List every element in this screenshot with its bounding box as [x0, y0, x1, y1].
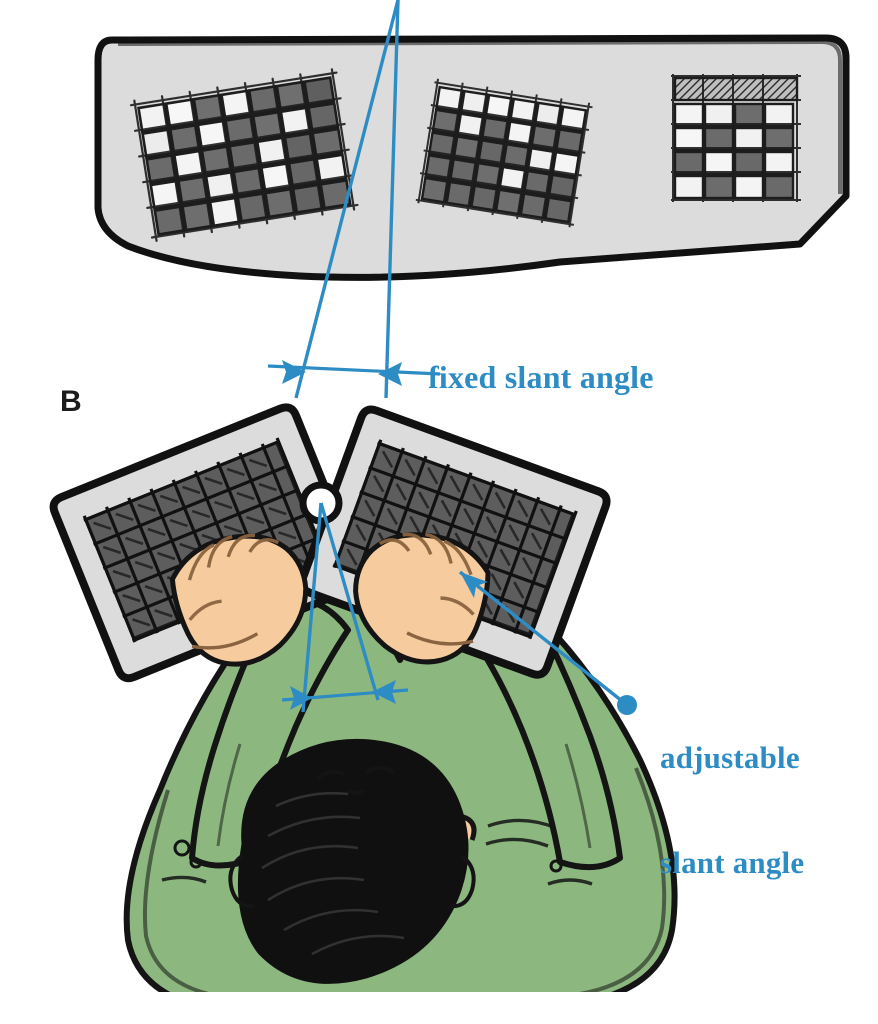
- adjustable-slant-angle-label: adjustable slant angle: [660, 672, 804, 950]
- adjustable-angle-arrow-right: [372, 680, 396, 704]
- face-features: [316, 766, 395, 795]
- fixed-angle-arrow-left: [282, 360, 306, 384]
- left-hand: [169, 533, 309, 667]
- fixed-slant-angle-label: fixed slant angle: [428, 359, 654, 395]
- fixed-angle-slanted-line: [294, 0, 400, 399]
- adjustable-angle-left-line: [301, 502, 323, 713]
- shirt-left-edge-shade: [142, 789, 233, 1000]
- left-hand-fingers: [187, 533, 280, 621]
- leader-arrowhead: [460, 572, 488, 598]
- leader-dot: [617, 695, 637, 715]
- fixed-angle-arrow-right: [378, 362, 402, 386]
- right-sleeve-fold: [564, 743, 592, 849]
- left-sleeve-fold: [216, 743, 242, 847]
- adjustable-angle-arrow-left: [290, 686, 312, 710]
- shirt-right-edge-shade: [565, 767, 667, 998]
- leader-line: [458, 570, 629, 707]
- key-cluster-middle-a: [415, 78, 593, 228]
- ears: [228, 854, 476, 909]
- panel-a-group: [94, 0, 850, 399]
- fixed-angle-vertical-line: [384, 0, 400, 399]
- fixed-angle-arrowheads: [282, 360, 402, 386]
- adjustable-angle-right-line: [319, 502, 380, 701]
- right-hand: [353, 532, 491, 665]
- adjustable-slant-leader: [458, 570, 637, 715]
- key-cluster-left-a: [129, 68, 359, 242]
- adjustable-slant-angle-label-line1: adjustable: [660, 740, 800, 776]
- left-wrist-crease: [191, 632, 259, 650]
- hair-strokes: [261, 791, 405, 956]
- right-wrist-crease: [406, 631, 474, 646]
- panel-label-b: B: [60, 385, 83, 418]
- panel-b-group: [49, 403, 678, 1015]
- bottom-blank-strip: [0, 992, 878, 1024]
- right-hand-fingers: [378, 532, 475, 616]
- key-cluster-numpad-a: [671, 74, 801, 202]
- person-head: [228, 738, 477, 984]
- adjustable-angle-arrowheads: [290, 680, 396, 710]
- adjustable-slant-angle-label-line2: slant angle: [660, 844, 805, 880]
- keyboard-highlight-a: [117, 39, 842, 194]
